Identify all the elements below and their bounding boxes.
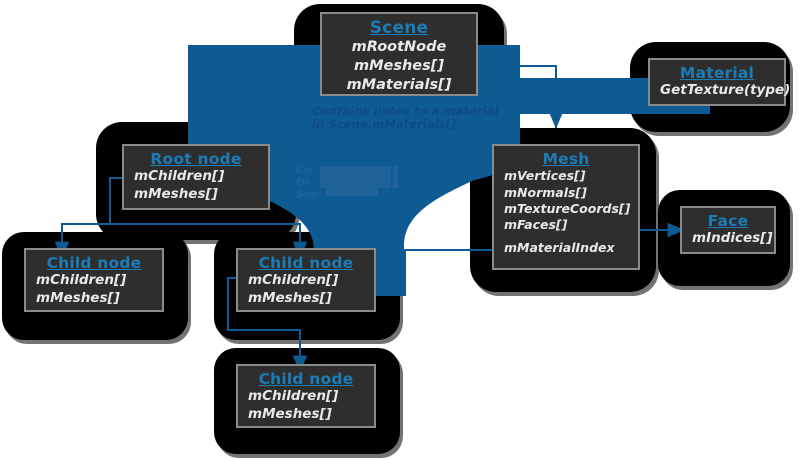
annotation-material-index: Contains index to a material in Scene.mM… <box>312 104 499 131</box>
node-root-node[interactable]: Root node mChildren[] mMeshes[] <box>122 144 270 210</box>
field-mnormals: mNormals[] <box>504 184 587 200</box>
field-mrootnode: mRootNode <box>351 39 447 56</box>
field-childbot-mmeshes: mMeshes[] <box>248 405 332 422</box>
field-childmid-mmeshes: mMeshes[] <box>248 289 332 306</box>
field-childleft-mmeshes: mMeshes[] <box>36 289 120 306</box>
node-face-fields: mIndices[] <box>692 230 773 248</box>
field-root-mchildren: mChildren[] <box>134 168 225 185</box>
node-child-node-left[interactable]: Child node mChildren[] mMeshes[] <box>24 248 164 312</box>
node-root-node-title: Root node <box>150 150 242 168</box>
node-child-node-middle[interactable]: Child node mChildren[] mMeshes[] <box>236 248 376 312</box>
node-child-bottom-title: Child node <box>258 370 354 388</box>
field-mmaterials: mMaterials[] <box>346 76 452 93</box>
node-mesh-title: Mesh <box>542 150 590 168</box>
node-child-middle-title: Child node <box>258 254 354 272</box>
node-child-left-fields: mChildren[] mMeshes[] <box>36 272 152 307</box>
watermark-block <box>320 166 398 188</box>
field-mtexturecoords: mTextureCoords[] <box>504 200 631 216</box>
node-child-left-title: Child node <box>46 254 142 272</box>
node-scene[interactable]: Scene mRootNode mMeshes[] mMaterials[] <box>320 12 478 96</box>
field-mindices: mIndices[] <box>692 230 773 247</box>
node-child-node-bottom[interactable]: Child node mChildren[] mMeshes[] <box>236 364 376 428</box>
node-mesh[interactable]: Mesh mVertices[] mNormals[] mTextureCoor… <box>492 144 640 270</box>
node-mesh-fields: mVertices[] mNormals[] mTextureCoords[] … <box>504 168 631 256</box>
node-material-fields: GetTexture(type) <box>660 82 791 100</box>
field-childleft-mchildren: mChildren[] <box>36 272 127 289</box>
node-material-title: Material <box>679 64 755 82</box>
node-root-node-fields: mChildren[] mMeshes[] <box>134 168 258 203</box>
watermark-block-2 <box>326 188 378 196</box>
field-childbot-mchildren: mChildren[] <box>248 388 339 405</box>
field-mfaces: mFaces[] <box>504 217 568 233</box>
field-gettexture: GetTexture(type) <box>660 82 791 99</box>
node-face[interactable]: Face mIndices[] <box>680 206 776 254</box>
node-material[interactable]: Material GetTexture(type) <box>648 58 791 106</box>
node-face-title: Face <box>707 212 749 230</box>
node-child-bottom-fields: mChildren[] mMeshes[] <box>248 388 364 423</box>
field-mmeshes: mMeshes[] <box>353 57 445 74</box>
node-child-middle-fields: mChildren[] mMeshes[] <box>248 272 364 307</box>
annotation-material-index-ghost: Co to Sce <box>296 163 319 201</box>
field-childmid-mchildren: mChildren[] <box>248 272 339 289</box>
field-mvertices: mVertices[] <box>504 168 586 184</box>
node-scene-title: Scene <box>369 18 429 38</box>
field-mmaterialindex: mMaterialIndex <box>504 240 615 256</box>
node-scene-fields: mRootNode mMeshes[] mMaterials[] <box>332 38 466 95</box>
field-root-mmeshes: mMeshes[] <box>134 185 218 202</box>
